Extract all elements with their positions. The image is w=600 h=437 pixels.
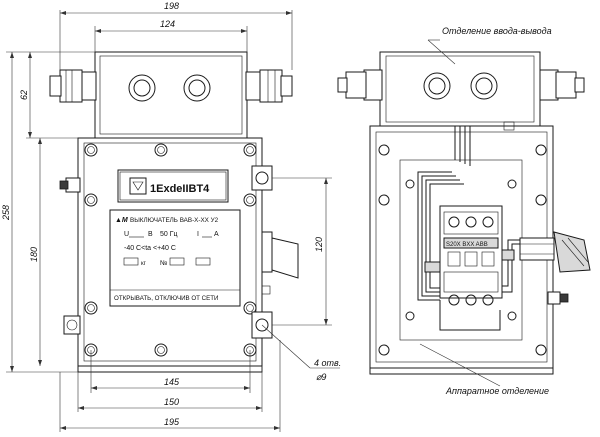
dim-145: 145	[164, 377, 180, 387]
io-gland-openings	[423, 72, 498, 100]
holes-count: 4 отв.	[314, 358, 341, 368]
switch-handle[interactable]	[261, 231, 299, 279]
gland-openings	[128, 74, 211, 102]
hinge-bottom	[63, 315, 81, 335]
dim-124: 124	[160, 19, 175, 29]
circuit-breaker: S20X BXX ABB	[424, 205, 515, 306]
terminal-box	[94, 51, 248, 139]
interior-base	[369, 367, 554, 375]
dim-120: 120	[314, 237, 324, 252]
front-view: 1ExdeIIBT4 ▲M ВЫКЛЮЧАТЕЛЬ ВАВ-Х-ХХ У2 U …	[49, 51, 299, 373]
dim-180: 180	[29, 247, 39, 262]
plate-title: ВЫКЛЮЧАТЕЛЬ ВАВ-Х-ХХ У2	[130, 217, 219, 224]
cable-gland-left	[49, 69, 97, 103]
voltage-label: U	[124, 231, 129, 238]
dimensions-front: 198 124 258 62 180 120 4 отв. ⌀9	[1, 1, 341, 432]
voltage-unit: В	[148, 231, 153, 238]
nameplate: 1ExdeIIBT4 ▲M ВЫКЛЮЧАТЕЛЬ ВАВ-Х-ХХ У2 U …	[109, 169, 241, 307]
base-plate	[77, 365, 263, 373]
temperature-range: -40 С<ta <+40 С	[124, 245, 176, 252]
io-gland-right	[539, 69, 585, 101]
dim-62: 62	[19, 90, 29, 100]
side-actuator	[519, 231, 591, 305]
enclosure-bolts	[378, 144, 547, 356]
plate-logo: ▲M	[115, 217, 128, 224]
cover-bolts	[84, 143, 257, 357]
apparatus-compartment-label: Аппаратное отделение	[445, 386, 549, 396]
hinge-top	[59, 177, 81, 193]
dim-150: 150	[164, 397, 179, 407]
dim-198: 198	[164, 1, 179, 11]
dim-195: 195	[164, 417, 180, 427]
io-gland-left	[337, 69, 383, 101]
mounting-ear-top	[251, 165, 273, 191]
ex-marking: 1ExdeIIBT4	[150, 183, 210, 195]
dim-258: 258	[1, 205, 11, 221]
frequency: 50 Гц	[160, 231, 178, 238]
main-enclosure	[77, 137, 263, 367]
cable-gland-right	[245, 69, 293, 103]
io-compartment-box	[379, 51, 541, 127]
interior-view: Отделение ввода-вывода	[337, 26, 591, 396]
current-label: I	[197, 231, 199, 238]
number-label: №	[160, 260, 168, 267]
current-unit: А	[214, 231, 219, 238]
holes-diameter: ⌀9	[316, 372, 326, 382]
breaker-label: S20X BXX ABB	[446, 242, 488, 248]
io-compartment-label: Отделение ввода-вывода	[442, 26, 552, 36]
warning-text: ОТКРЫВАТЬ, ОТКЛЮЧИВ ОТ СЕТИ	[114, 295, 219, 302]
mass-unit: кг	[141, 261, 147, 267]
